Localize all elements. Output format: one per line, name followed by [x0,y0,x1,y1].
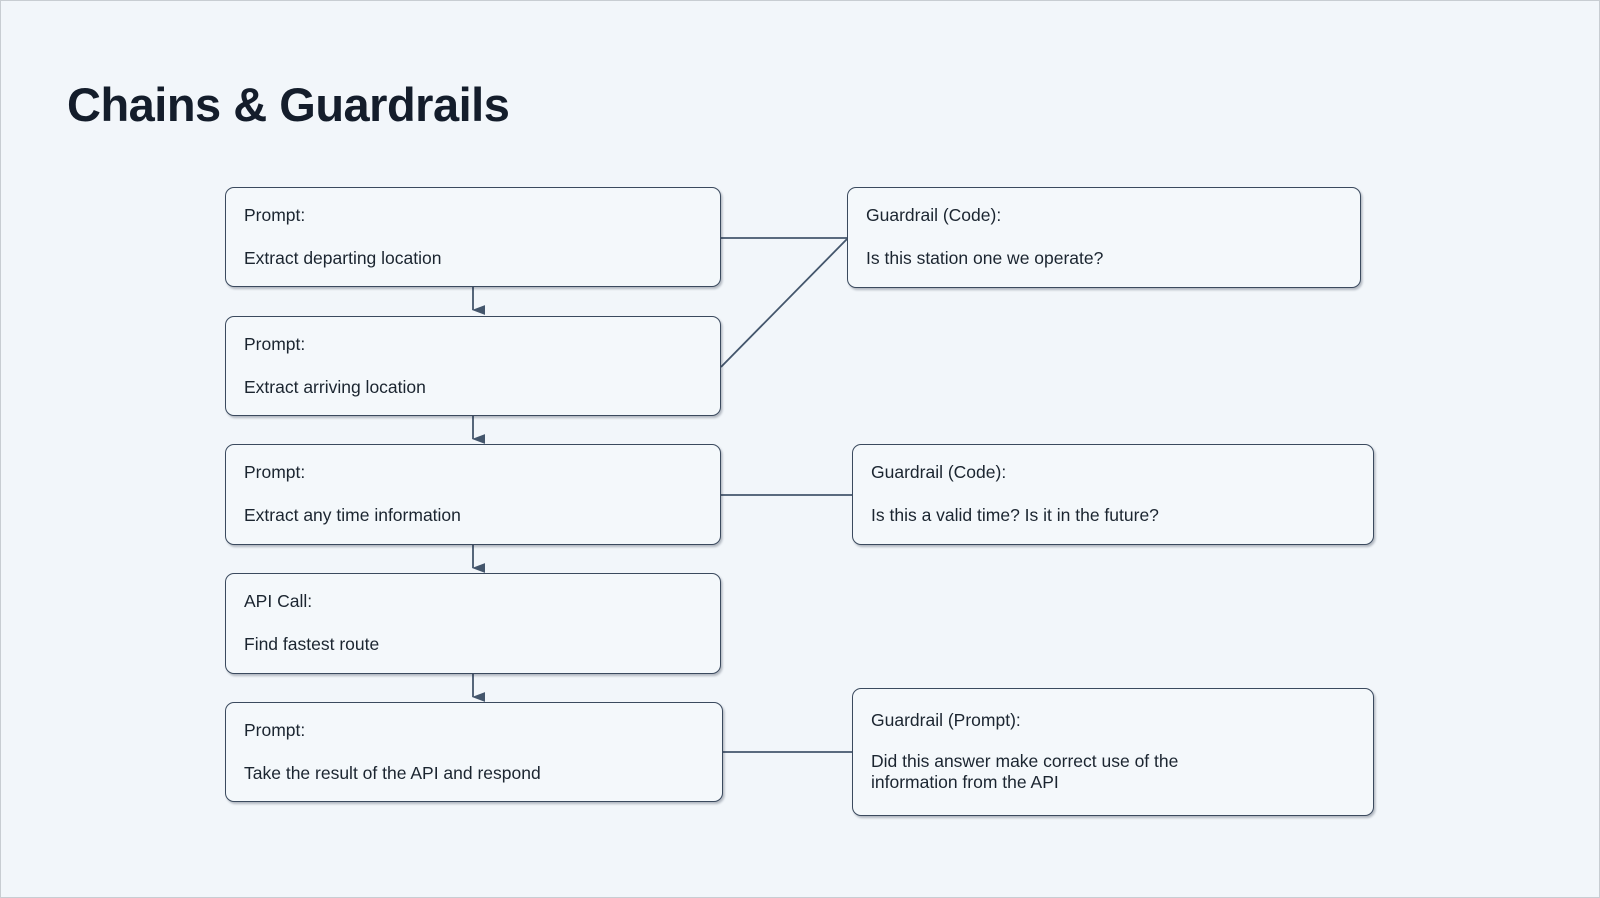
guardrail-valid-future-time-check[interactable]: Guardrail (Code): Is this a valid time? … [852,444,1374,545]
guardrail-correct-api-information-check[interactable]: Guardrail (Prompt): Did this answer make… [852,688,1374,816]
guardrail-text: Is this station one we operate? [866,248,1104,269]
guardrail-text-line1: Did this answer make correct use of the [871,750,1179,771]
flow-step-kind: Prompt: [244,333,306,354]
flow-step-text: Take the result of the API and respond [244,762,541,783]
flow-step-extract-arriving-location[interactable]: Prompt: Extract arriving location [225,316,721,416]
guardrail-kind: Guardrail (Code): [871,462,1007,483]
flow-step-text: Extract arriving location [244,376,426,397]
guardrail-text: Is this a valid time? Is it in the futur… [871,505,1159,526]
guardrail-station-operated-check[interactable]: Guardrail (Code): Is this station one we… [847,187,1361,288]
guardrail-kind: Guardrail (Prompt): [871,710,1021,731]
flow-step-kind: Prompt: [244,204,306,225]
guardrail-text-line2: information from the API [871,772,1059,793]
flow-step-text: Find fastest route [244,634,380,655]
guardrail-kind: Guardrail (Code): [866,205,1002,226]
link-step2-to-guardrail1 [720,238,848,368]
flow-step-find-fastest-route[interactable]: API Call: Find fastest route [225,573,721,674]
page-title: Chains & Guardrails [67,78,510,131]
flow-step-extract-departing-location[interactable]: Prompt: Extract departing location [225,187,721,287]
flow-step-text: Extract departing location [244,247,442,268]
flow-step-text: Extract any time information [244,505,461,526]
flow-step-kind: API Call: [244,591,313,612]
flow-step-kind: Prompt: [244,719,306,740]
flow-step-take-api-result-and-respond[interactable]: Prompt: Take the result of the API and r… [225,702,723,802]
flow-step-kind: Prompt: [244,462,306,483]
flow-step-extract-time-information[interactable]: Prompt: Extract any time information [225,444,721,545]
